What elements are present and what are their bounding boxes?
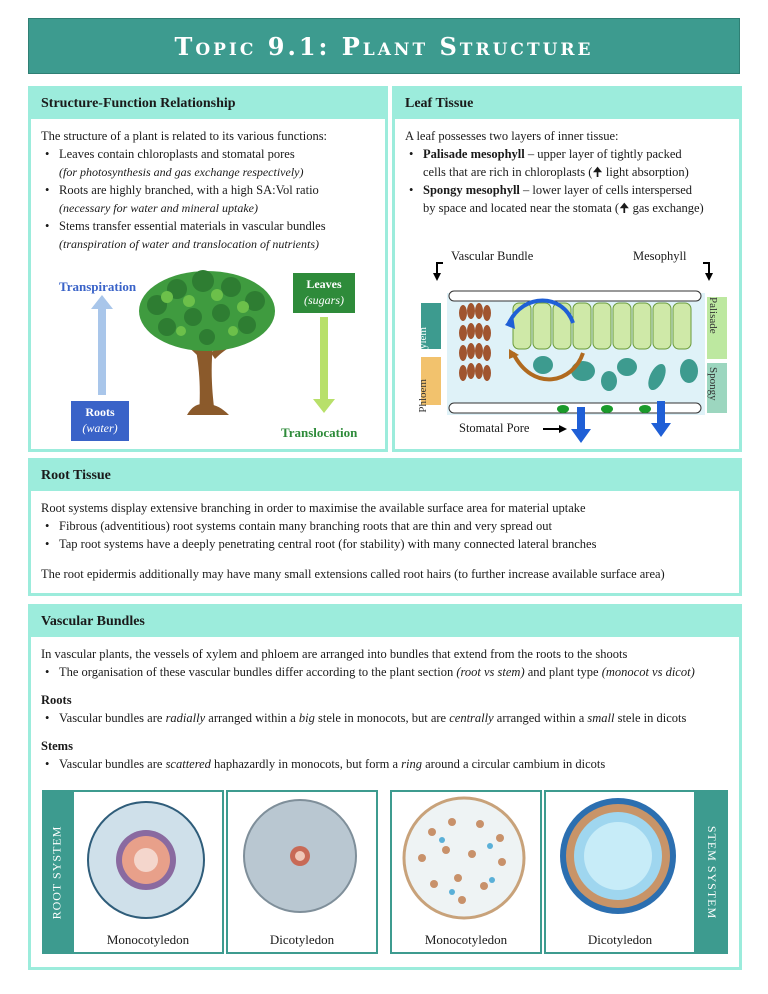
panel-heading: Root Tissue: [31, 461, 739, 491]
translocation-label: Translocation: [281, 425, 358, 440]
stem-dicot-cell: Dicotyledon: [544, 790, 696, 954]
text-italic: small: [587, 711, 615, 725]
leaf-cross-section-diagram: [421, 262, 727, 443]
palisade-desc-2: cells that are rich in chloroplasts (🠉 l…: [423, 165, 689, 179]
caption: Dicotyledon: [269, 932, 335, 947]
text-italic: radially: [165, 711, 206, 725]
caption: Monocotyledon: [106, 932, 190, 947]
palisade-label: Palisade: [707, 297, 719, 334]
structure-intro: The structure of a plant is related to i…: [41, 129, 328, 143]
roots-sublabel: (water): [82, 421, 118, 435]
leaves-box: Leaves (sugars): [293, 273, 355, 313]
text-italic: ring: [401, 757, 422, 771]
structure-note-leaves: (for photosynthesis and gas exchange res…: [59, 165, 304, 179]
root-monocot-micrograph: [87, 801, 205, 919]
spongy-desc-2: by space and located near the stomata (🠉…: [423, 201, 704, 215]
root-system-label: ROOT SYSTEM: [49, 825, 64, 919]
roots-bullet: Vascular bundles are radially arranged w…: [41, 709, 729, 727]
stem-dicot-micrograph: [560, 798, 676, 914]
leaf-bullet-spongy: Spongy mesophyll – lower layer of cells …: [405, 181, 729, 199]
leaf-bullet-palisade: Palisade mesophyll – upper layer of tigh…: [405, 145, 729, 163]
phloem-label: Phloem: [417, 379, 429, 413]
transpiration-arrow-icon: [91, 295, 113, 395]
stomatal-pore-label: Stomatal Pore: [459, 421, 530, 435]
root-bullet-fibrous: Fibrous (adventitious) root systems cont…: [41, 517, 729, 535]
stem-system-label: STEM SYSTEM: [705, 825, 720, 919]
caption: Dicotyledon: [587, 932, 653, 947]
text: around a circular cambium in dicots: [422, 757, 606, 771]
text: arranged within a: [205, 711, 299, 725]
page-title: Topic 9.1: Plant Structure: [174, 31, 594, 61]
leaves-label: Leaves: [306, 277, 342, 291]
roots-subheading: Roots: [41, 693, 72, 707]
stem-monocot-cell: Monocotyledon: [390, 790, 542, 954]
title-banner: Topic 9.1: Plant Structure: [28, 18, 740, 74]
root-intro: Root systems display extensive branching…: [41, 501, 586, 515]
root-dicot-micrograph: [243, 799, 357, 913]
stem-system-tab: STEM SYSTEM: [696, 790, 728, 954]
text-italic: scattered: [165, 757, 211, 771]
tree-illustration: [139, 270, 275, 415]
structure-bullet-roots: Roots are highly branched, with a high S…: [41, 181, 375, 199]
vascular-bundle-label: Vascular Bundle: [451, 249, 534, 263]
stems-subheading: Stems: [41, 739, 73, 753]
text-italic: (root vs stem): [456, 665, 525, 679]
leaves-sublabel: (sugars): [303, 293, 344, 307]
text: Vascular bundles are: [59, 757, 166, 771]
roots-box: Roots (water): [71, 401, 129, 441]
root-tissue-panel: Root Tissue Root systems display extensi…: [28, 458, 742, 596]
stem-monocot-micrograph: [402, 796, 526, 920]
root-bullet-tap: Tap root systems have a deeply penetrati…: [41, 535, 729, 553]
roots-label: Roots: [85, 405, 115, 419]
structure-bullet-stems: Stems transfer essential materials in va…: [41, 217, 375, 235]
spongy-desc: – lower layer of cells interspersed: [519, 183, 693, 197]
spongy-term: Spongy mesophyll: [423, 183, 520, 197]
panel-heading: Leaf Tissue: [395, 89, 739, 119]
text: haphazardly in monocots, but form a: [210, 757, 402, 771]
stems-bullet: Vascular bundles are scattered haphazard…: [41, 755, 729, 773]
transpiration-label: Transpiration: [59, 279, 137, 294]
text-italic: big: [298, 711, 315, 725]
root-dicot-cell: Dicotyledon: [226, 790, 378, 954]
panel-heading: Structure-Function Relationship: [31, 89, 385, 119]
translocation-arrow-icon: [313, 317, 335, 413]
text-italic: centrally: [449, 711, 494, 725]
vascular-intro: In vascular plants, the vessels of xylem…: [41, 647, 628, 661]
palisade-term: Palisade mesophyll: [423, 147, 525, 161]
text: arranged within a: [493, 711, 588, 725]
structure-note-roots: (necessary for water and mineral uptake): [59, 201, 258, 215]
leaf-intro: A leaf possesses two layers of inner tis…: [405, 129, 619, 143]
text: stele in monocots, but are: [314, 711, 450, 725]
root-monocot-cell: Monocotyledon: [72, 790, 224, 954]
structure-bullet-leaves: Leaves contain chloroplasts and stomatal…: [41, 145, 375, 163]
panel-heading: Vascular Bundles: [31, 607, 739, 637]
palisade-desc: – upper layer of tightly packed: [524, 147, 682, 161]
text: and plant type: [524, 665, 602, 679]
leaf-tissue-panel: Leaf Tissue A leaf possesses two layers …: [392, 86, 742, 452]
text: stele in dicots: [614, 711, 687, 725]
vascular-bullet-organisation: The organisation of these vascular bundl…: [41, 663, 729, 681]
root-outro: The root epidermis additionally may have…: [41, 567, 665, 581]
structure-function-panel: Structure-Function Relationship The stru…: [28, 86, 388, 452]
text-italic: (monocot vs dicot): [601, 665, 695, 679]
structure-note-stems: (transpiration of water and translocatio…: [59, 237, 320, 251]
text: Vascular bundles are: [59, 711, 166, 725]
xylem-label: Xylem: [417, 327, 429, 357]
spongy-label: Spongy: [707, 367, 719, 401]
root-system-tab: ROOT SYSTEM: [42, 790, 72, 954]
mesophyll-label: Mesophyll: [633, 249, 687, 263]
caption: Monocotyledon: [424, 932, 508, 947]
text: The organisation of these vascular bundl…: [59, 665, 457, 679]
